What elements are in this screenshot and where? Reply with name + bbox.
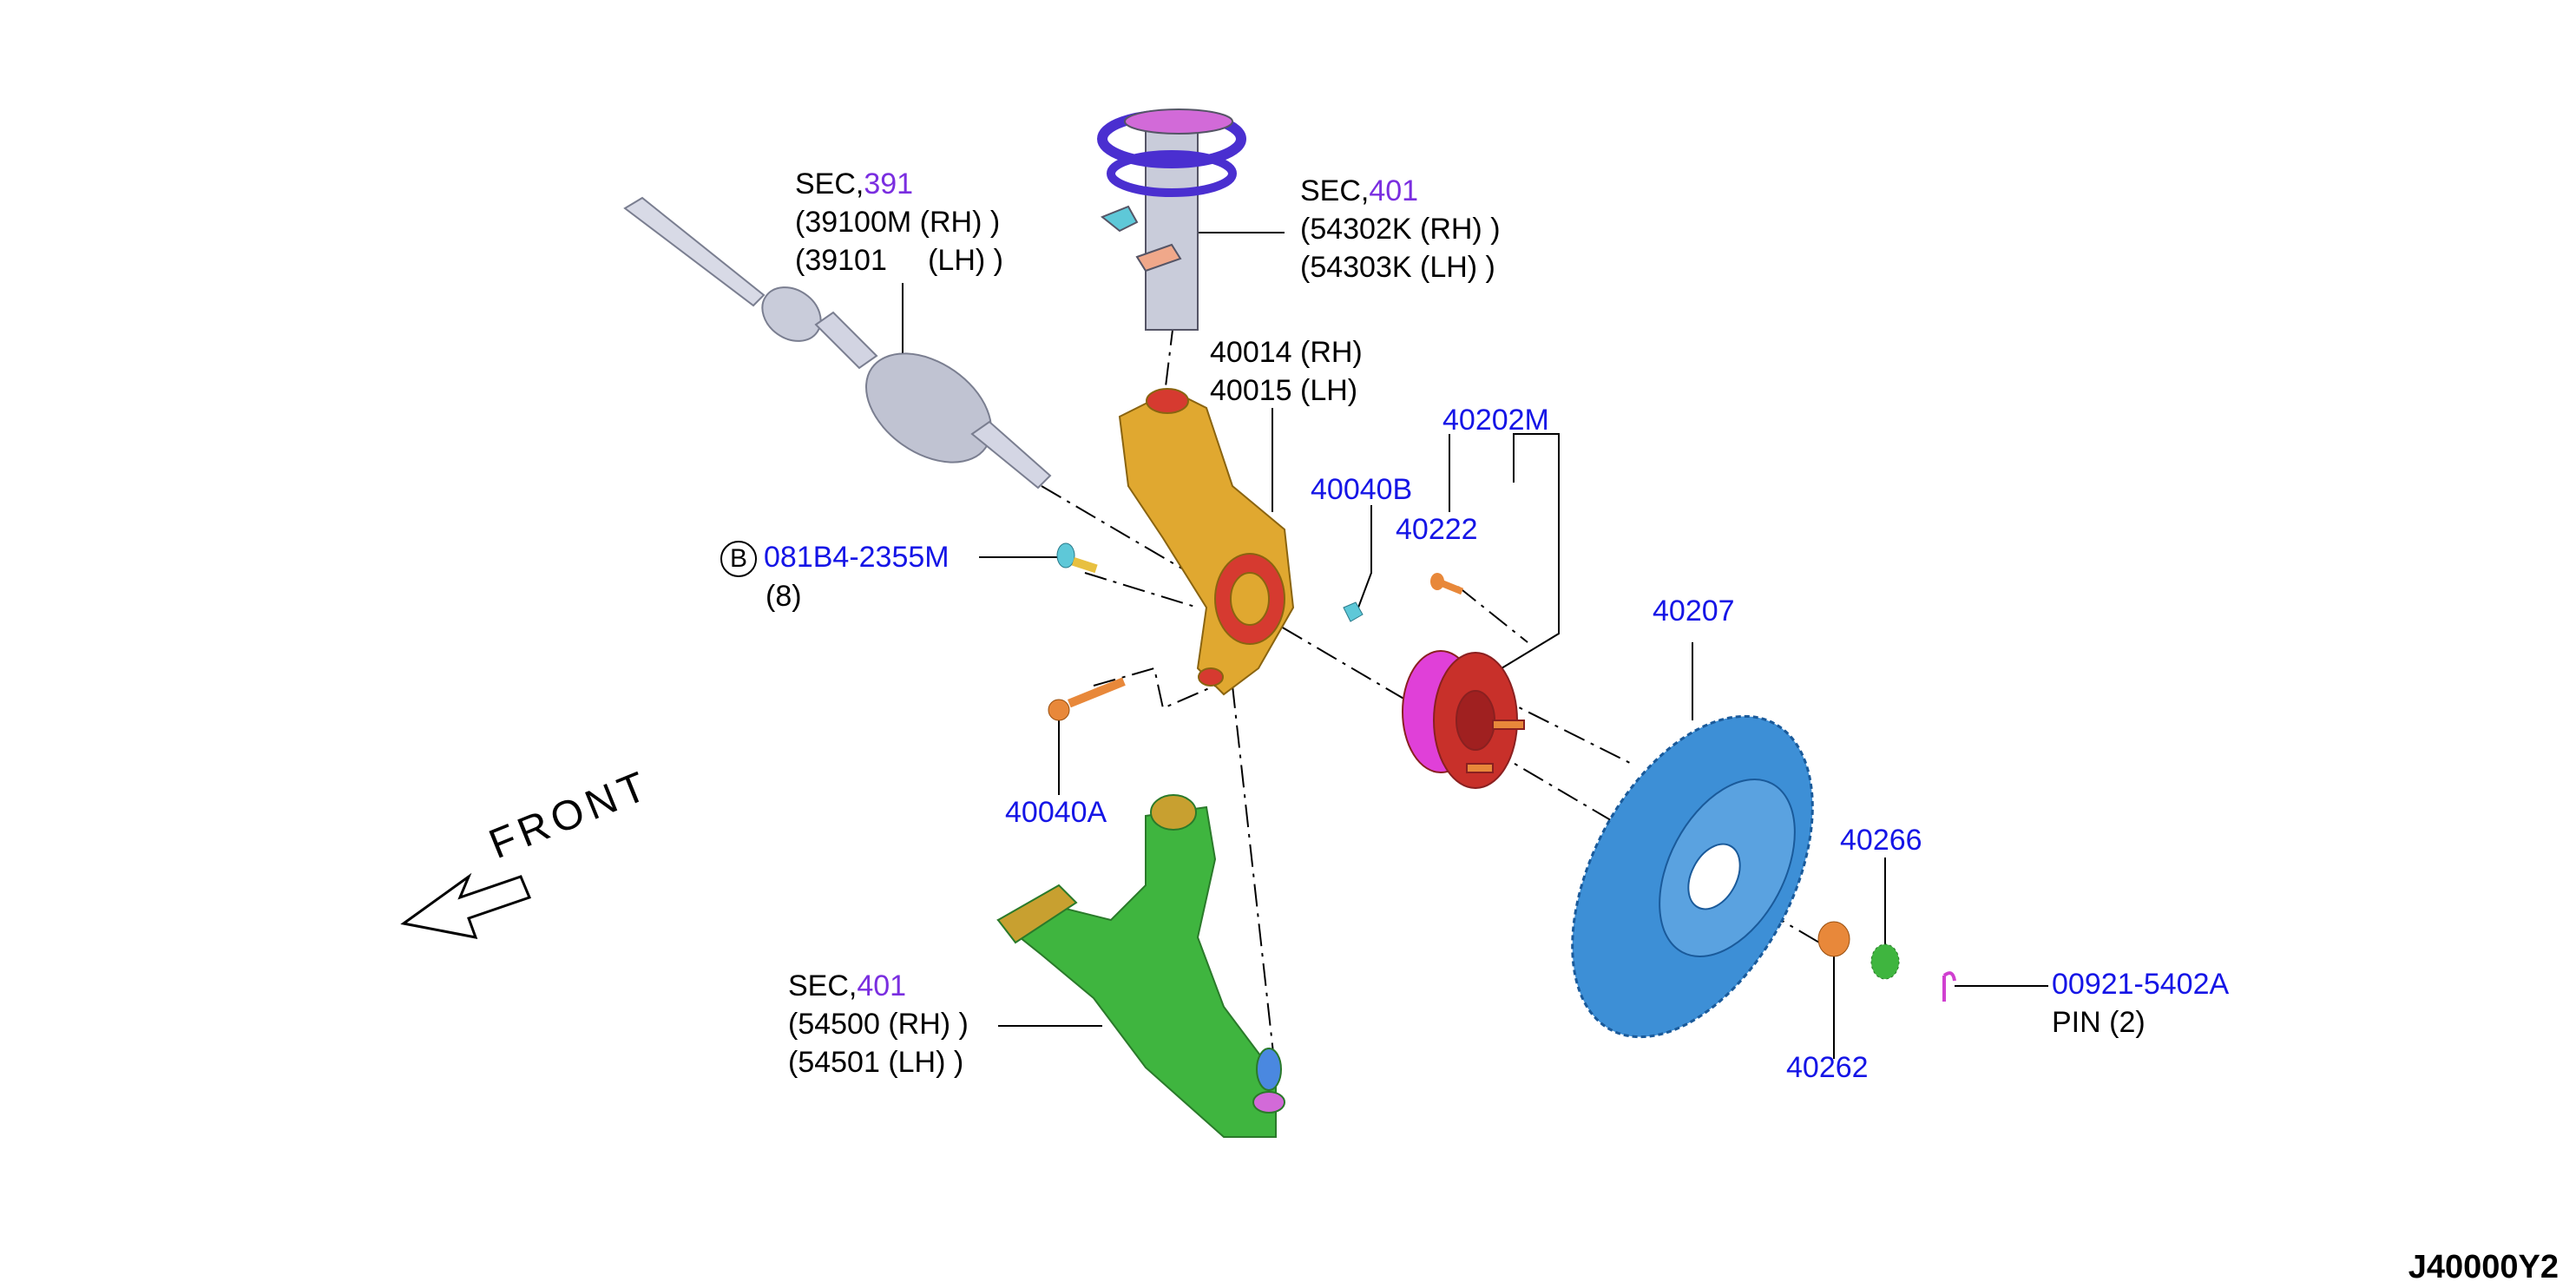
knuckle-bolt-centerline	[1093, 667, 1216, 710]
sec-link-401-strut[interactable]: 401	[1369, 174, 1419, 207]
front-arrow-icon	[400, 872, 531, 939]
part-40222[interactable]: 40222	[1396, 513, 1478, 546]
label-strut: SEC,401 (54302K (RH) ) (54303K (LH) )	[1300, 174, 1501, 284]
bolt-b-icon	[1056, 542, 1098, 574]
wheel-hub-icon	[1402, 650, 1525, 789]
lower-control-arm-icon	[996, 794, 1285, 1138]
hub-cap-icon	[1870, 943, 1900, 980]
bolt-b-centerline	[1084, 572, 1199, 608]
part-00921-5402A[interactable]: 00921-5402A	[2052, 968, 2230, 1001]
part-40040A[interactable]: 40040A	[1005, 796, 1107, 829]
hub-bolt-centerline	[1457, 586, 1528, 643]
strut-icon	[1097, 108, 1246, 331]
part-40207[interactable]: 40207	[1653, 595, 1735, 628]
knuckle-nut-icon	[1343, 601, 1364, 622]
part-40202M[interactable]: 40202M	[1442, 404, 1549, 437]
hub-nut-icon	[1817, 921, 1850, 957]
sec-link-401-arm[interactable]: 401	[857, 969, 907, 1002]
label-knuckle: 40014 (RH) 40015 (LH)	[1210, 336, 1363, 407]
leader-lines	[902, 232, 2048, 1059]
cotter-pin-icon	[1942, 971, 1956, 1002]
label-driveshaft: SEC,391 (39100M (RH) ) (39101 (LH) )	[795, 168, 1003, 277]
sec-link-391[interactable]: 391	[864, 168, 914, 200]
drive-shaft-icon	[623, 196, 1052, 490]
knuckle-bolt-icon	[1048, 677, 1126, 721]
part-40266[interactable]: 40266	[1840, 824, 1922, 857]
label-lower-arm: SEC,401 (54500 (RH) ) (54501 (LH) )	[788, 969, 969, 1079]
label-pin: 00921-5402A PIN (2)	[2052, 968, 2230, 1039]
balljoint-centerline	[1232, 685, 1277, 1077]
part-40040B[interactable]: 40040B	[1311, 473, 1413, 506]
hub-rotor-centerline	[1492, 693, 1633, 765]
steering-knuckle-icon	[1118, 388, 1295, 696]
circled-b-marker: B	[720, 541, 757, 578]
part-40262[interactable]: 40262	[1786, 1051, 1869, 1084]
hub-bolt-icon	[1430, 573, 1464, 595]
brake-rotor-icon	[1571, 714, 1814, 1039]
fasteners	[1048, 542, 1956, 1002]
part-081B4-2355M[interactable]: 081B4-2355M	[764, 541, 950, 574]
diagram-id: J40000Y2	[2408, 1249, 2559, 1285]
